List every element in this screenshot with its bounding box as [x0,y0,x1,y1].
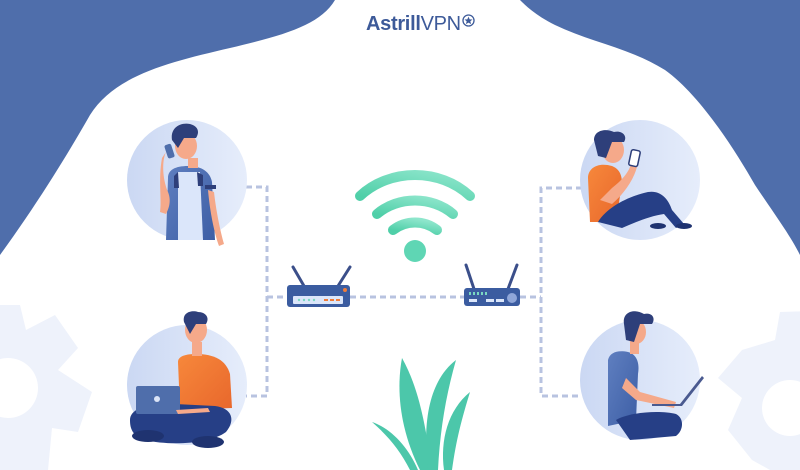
star-circle-icon [462,13,475,27]
person-talking-on-phone-icon [160,123,224,246]
person-using-laptop-icon [130,311,232,448]
router-icon [464,263,520,306]
background-blob-right [520,0,800,255]
router-icon [287,265,352,307]
gear-icon [0,305,92,470]
plant-icon [372,358,470,470]
gear-icon [718,311,800,470]
connector-lines [246,185,582,398]
wifi-icon [355,170,475,262]
background-blob-left [0,0,335,255]
brand-logo: Astrill VPN [366,12,475,36]
person-typing-laptop-icon [608,311,704,440]
brand-name-light: VPN [420,12,462,35]
person-using-smartphone-icon [588,130,692,229]
brand-name-bold: Astrill [366,12,421,35]
